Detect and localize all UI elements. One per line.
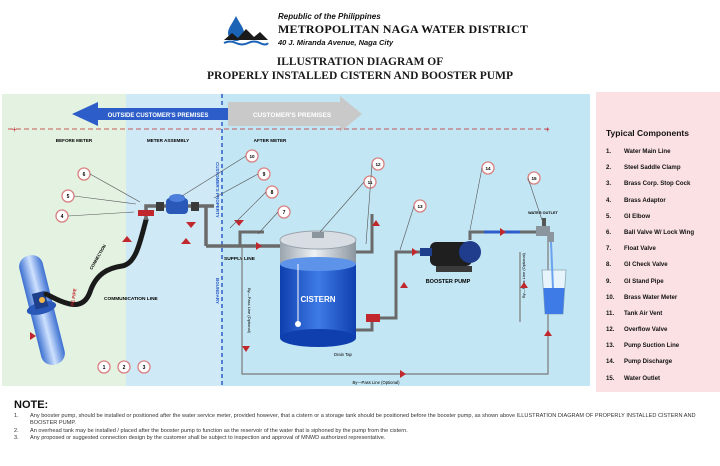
- customers-property-label: CUSTOMER'S PROPERTY: [215, 162, 220, 218]
- bypass-bottom-label: By—Pass Line (Optional): [352, 380, 400, 385]
- typical-components-panel: Typical Components 1.Water Main Line 2.S…: [596, 92, 720, 392]
- components-title: Typical Components: [606, 128, 689, 138]
- callout-15: 15: [527, 171, 541, 185]
- bypass-right-label: By—Pass Line (Optional): [521, 252, 526, 298]
- water-outlet-label: WATER OUTLET: [528, 211, 558, 215]
- section-after-meter: AFTER METER: [254, 138, 287, 143]
- list-item: 7.Float Valve: [606, 245, 656, 253]
- svg-text:13: 13: [417, 204, 423, 209]
- list-item: 2.An overhead tank may be installed / pl…: [14, 427, 408, 434]
- callout-10: 10: [245, 149, 259, 163]
- water-district-logo-icon: [223, 16, 269, 46]
- district-address: 40 J. Miranda Avenue, Naga City: [278, 38, 394, 47]
- diagram-title-line1: ILLUSTRATION DIAGRAM OF: [276, 56, 444, 68]
- list-item: 9.GI Stand Pipe: [606, 277, 664, 285]
- communication-line: [43, 217, 149, 308]
- water-outlet-faucet: [536, 218, 554, 242]
- callout-2: 2: [117, 360, 131, 374]
- list-item: 5.GI Elbow: [606, 212, 651, 220]
- notes-list: 1.Any booster pump, should be installed …: [14, 413, 714, 442]
- section-before-meter: BEFORE METER: [56, 138, 93, 143]
- callout-leaders: [67, 155, 543, 251]
- svg-text:4: 4: [61, 214, 64, 220]
- ball-valve: [138, 210, 154, 216]
- callout-7: 7: [277, 205, 291, 219]
- arrow-customer-label: CUSTOMER'S PREMISES: [253, 112, 332, 119]
- callout-4: 4: [55, 209, 69, 223]
- communication-line-label: COMMUNICATION LINE: [104, 296, 159, 302]
- supply-line-label: SUPPLY LINE: [224, 256, 256, 262]
- drain-tap-label: Drain Tap: [334, 352, 353, 357]
- callout-14: 14: [481, 161, 495, 175]
- list-item: 10.Brass Water Meter: [606, 293, 678, 301]
- callout-5: 5: [61, 189, 75, 203]
- zone-before-meter: [2, 94, 126, 386]
- arrow-outside-label: OUTSIDE CUSTOMER'S PREMISES: [108, 113, 209, 119]
- callout-9: 9: [257, 167, 271, 181]
- boundary-label: BOUNDARY: [215, 278, 220, 304]
- booster-pump: [420, 241, 481, 272]
- overflow-valve: [366, 314, 380, 322]
- callout-3: 3: [137, 360, 151, 374]
- booster-pump-label: BOOSTER PUMP: [426, 279, 471, 285]
- diagram-canvas: OUTSIDE CUSTOMER'S PREMISES CUSTOMER'S P…: [2, 94, 590, 386]
- water-glass: [541, 241, 567, 315]
- svg-text:+: +: [12, 125, 17, 134]
- list-item: 2.Steel Saddle Clamp: [606, 164, 681, 172]
- section-meter-assembly: METER ASSEMBLY: [147, 138, 189, 143]
- svg-text:15: 15: [531, 176, 537, 181]
- list-item: 14.Pump Discharge: [606, 358, 673, 366]
- water-meter: [156, 194, 199, 214]
- callout-1: 1: [97, 360, 111, 374]
- svg-text:7: 7: [283, 210, 286, 216]
- svg-text:11: 11: [368, 180, 373, 185]
- list-item: 1.Any booster pump, should be installed …: [14, 413, 696, 427]
- district-name: METROPOLITAN NAGA WATER DISTRICT: [278, 22, 529, 36]
- cistern-label: CISTERN: [300, 295, 335, 304]
- republic-label: Republic of the Philippines: [278, 12, 381, 21]
- bypass-left-label: By—Pass Line (Optional): [247, 288, 252, 334]
- svg-text:+: +: [545, 125, 550, 134]
- list-item: 13.Pump Suction Line: [606, 342, 680, 350]
- list-item: 1.Water Main Line: [606, 148, 671, 155]
- svg-text:2: 2: [123, 365, 126, 371]
- svg-text:14: 14: [485, 166, 491, 171]
- svg-text:6: 6: [83, 172, 86, 178]
- notes-title: NOTE:: [14, 399, 49, 411]
- list-item: 11.Tank Air Vent: [606, 309, 663, 317]
- callout-12: 12: [371, 157, 385, 171]
- installation-diagram: OUTSIDE CUSTOMER'S PREMISES CUSTOMER'S P…: [0, 92, 592, 392]
- callout-13: 13: [413, 199, 427, 213]
- outside-premises-arrow: [72, 102, 228, 126]
- svg-text:9: 9: [263, 172, 266, 178]
- callout-11: 11: [363, 175, 377, 189]
- svg-text:12: 12: [375, 162, 381, 167]
- callout-6: 6: [77, 167, 91, 181]
- components-list: 1.Water Main Line 2.Steel Saddle Clamp 3…: [606, 148, 694, 391]
- flow-arrows: [30, 220, 552, 378]
- customer-premises-arrow: [228, 96, 362, 132]
- callout-8: 8: [265, 185, 279, 199]
- list-item: 12.Overflow Valve: [606, 326, 668, 334]
- list-item: 15.Water Outlet: [606, 374, 660, 382]
- svg-text:3: 3: [143, 365, 146, 371]
- svg-text:8: 8: [271, 190, 274, 196]
- notes-section: NOTE: 1.Any booster pump, should be inst…: [0, 396, 720, 466]
- svg-text:10: 10: [249, 154, 255, 159]
- svg-text:5: 5: [67, 194, 70, 200]
- list-item: 8.GI Check Valve: [606, 261, 668, 269]
- pe-pipe-label: PE PIPE: [70, 288, 77, 306]
- header: Republic of the Philippines METROPOLITAN…: [0, 0, 720, 92]
- list-item: 4.Brass Adaptor: [606, 196, 666, 204]
- cistern-piping: [356, 214, 430, 332]
- diagram-title-line2: PROPERLY INSTALLED CISTERN AND BOOSTER P…: [207, 70, 513, 82]
- svg-text:1: 1: [103, 365, 106, 371]
- list-item: 6.Ball Valve W/ Lock Wing: [606, 228, 695, 236]
- list-item: 3.Any proposed or suggested connection d…: [14, 434, 386, 441]
- cistern-tank: [279, 230, 357, 347]
- list-item: 3.Brass Corp. Stop Cock: [606, 180, 691, 188]
